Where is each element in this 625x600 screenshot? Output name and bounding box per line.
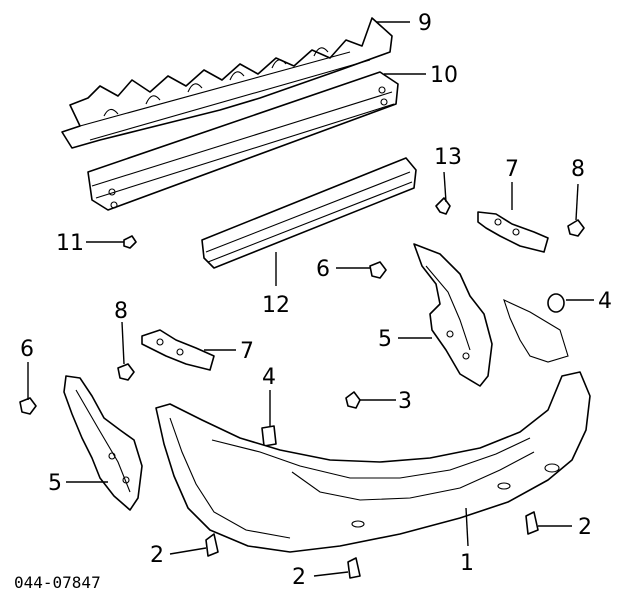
fastener-4-right-part (547, 293, 565, 313)
callout-2-right: 2 (578, 515, 592, 540)
callout-13: 13 (434, 145, 462, 170)
leader-lines (27, 21, 594, 577)
nut-8-right-part (567, 219, 585, 237)
nut-8-left-part (117, 363, 135, 381)
callout-9: 9 (418, 11, 432, 36)
callout-2-bottom: 2 (292, 565, 306, 590)
side-bracket-left-part (63, 375, 143, 511)
callout-1: 1 (460, 551, 474, 576)
grommet-6-left-part (19, 397, 37, 415)
callout-4-center: 4 (262, 365, 276, 390)
clip-3-part (345, 391, 361, 409)
callout-8-left: 8 (114, 299, 128, 324)
clip-13-part (435, 197, 451, 215)
retainer-4-center-part (261, 425, 277, 447)
callout-12: 12 (262, 293, 290, 318)
step-pad-part (201, 157, 417, 269)
callout-6-center: 6 (316, 257, 330, 282)
side-bracket-right-part (413, 243, 493, 387)
callout-4-right: 4 (598, 289, 612, 314)
part-code: 044-07847 (14, 573, 101, 592)
callout-7-right: 7 (505, 157, 519, 182)
callout-10: 10 (430, 63, 458, 88)
push-clip-2-left-part (205, 533, 219, 557)
callout-8-right: 8 (571, 157, 585, 182)
callout-2-left: 2 (150, 543, 164, 568)
callout-6-left: 6 (20, 337, 34, 362)
grommet-6-center-part (369, 261, 387, 279)
push-clip-2-bottom-part (347, 557, 361, 579)
reinforcement-beam-part (87, 71, 399, 211)
callout-11: 11 (56, 231, 84, 256)
callout-5-right: 5 (378, 327, 392, 352)
push-clip-2-right-part (525, 511, 539, 535)
callout-3: 3 (398, 389, 412, 414)
callout-5-left: 5 (48, 471, 62, 496)
energy-absorber-part (61, 17, 393, 149)
bumper-bracket-right-part (477, 211, 549, 253)
callout-7-left: 7 (240, 339, 254, 364)
bumper-cover-part (155, 298, 591, 553)
bumper-bracket-left-part (141, 329, 215, 371)
clip-11-part (123, 235, 137, 249)
